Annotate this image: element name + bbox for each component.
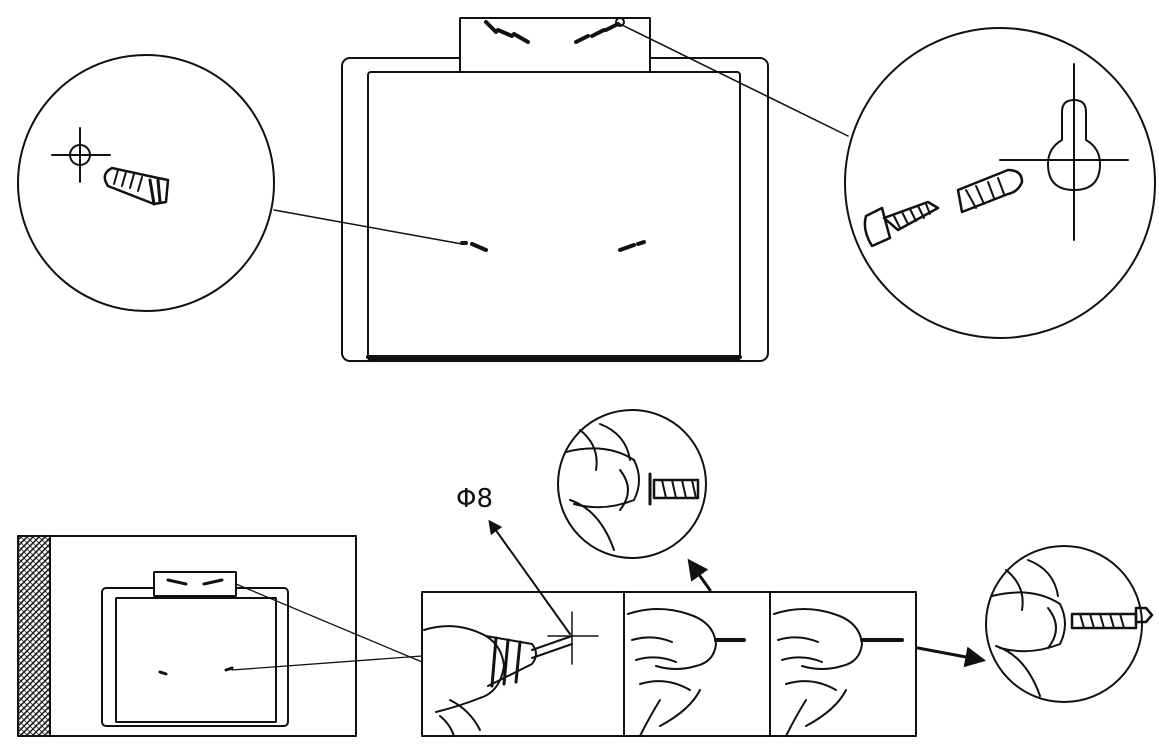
drill-bit-label: Φ8 <box>456 484 494 514</box>
face-anchor-left-icon <box>460 241 488 252</box>
wall-anchor-icon <box>103 166 170 206</box>
wall-anchor-detail-left <box>17 54 275 312</box>
bracket-screw-left-icon <box>484 20 530 44</box>
face-anchor-right-icon <box>618 240 646 252</box>
wall-anchor-icon <box>956 168 1024 214</box>
drilling-step <box>423 519 599 737</box>
crosshair-icon <box>51 127 111 183</box>
wall-mount-overview <box>17 535 423 737</box>
device-front-view <box>273 17 849 362</box>
anchor-in-wall-detail <box>557 409 707 559</box>
screw-keyhole-detail-right <box>844 27 1156 339</box>
keyhole-icon <box>999 63 1129 241</box>
screw-in-wall-detail <box>985 545 1154 703</box>
screw-head-icon <box>1134 606 1154 624</box>
bracket-screw-right-icon <box>574 17 625 44</box>
insert-anchor-step <box>627 558 746 737</box>
screw-icon <box>863 200 940 248</box>
step-panels <box>421 591 917 737</box>
insert-screw-step <box>773 608 987 737</box>
wall-hatch <box>17 535 51 737</box>
